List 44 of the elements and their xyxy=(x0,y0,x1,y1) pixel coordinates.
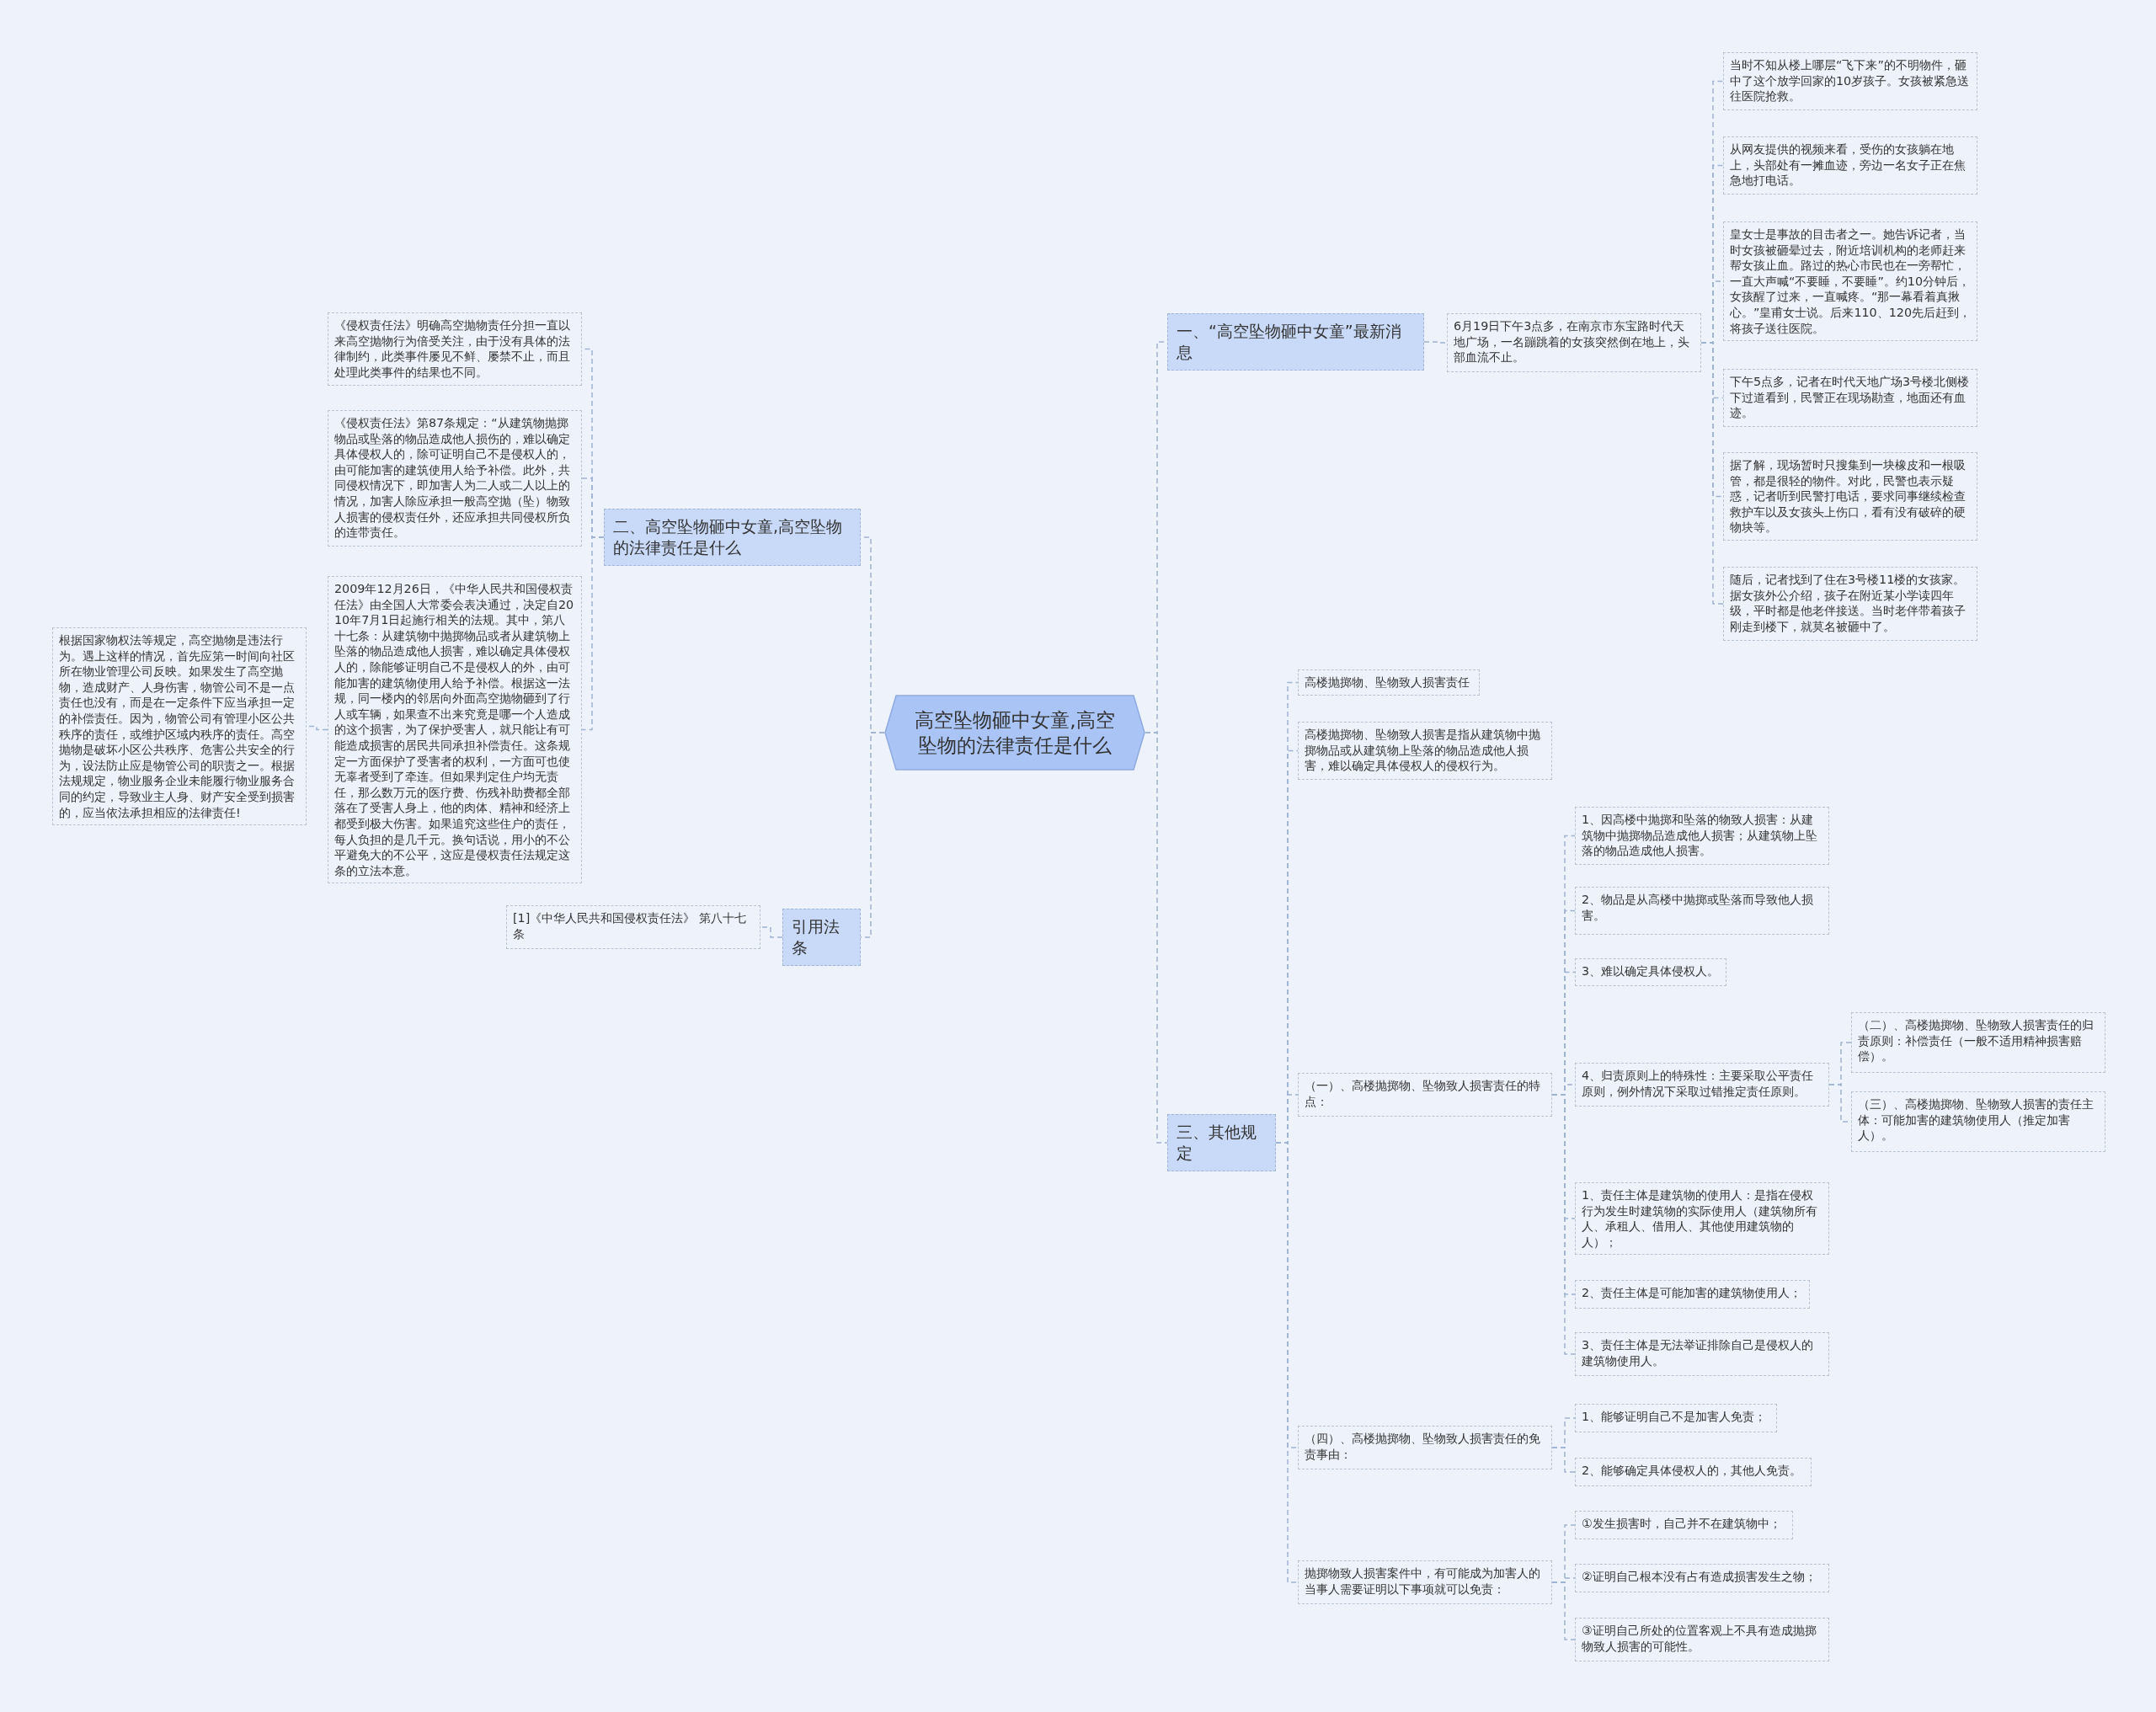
text-box: 根据国家物权法等规定，高空抛物是违法行为。遇上这样的情况，首先应第一时间向社区所在物业管理公司反映。如果发生了高空抛物，造成财产、人身伤害，物管公司不是一点责任也没有，而是在一定条件下应当承担一定的补偿责任。因为，物管公司有管理小区公共秩序的责任，或维护区域内秩序的责任。高空抛物是破坏小区公共秩序、危害公共安全的行为，设法防止应是物管公司的职责之一。根据法规规定，物业服务企业未能履行物业服务合同的约定，导致业主人身、财产安全受到损害的，应当依法承担相应的法律责任! xyxy=(52,627,307,826)
text-box: ②证明自己根本没有占有造成损害发生之物； xyxy=(1575,1564,1829,1592)
text-box: 下午5点多，记者在时代天地广场3号楼北侧楼下过道看到，民警正在现场勘查，地面还有血迹。 xyxy=(1723,369,1977,427)
text-box: ①发生损害时，自己并不在建筑物中； xyxy=(1575,1511,1793,1539)
text-box: 高楼抛掷物、坠物致人损害是指从建筑物中抛掷物品或从建筑物上坠落的物品造成他人损害，难以确定具体侵权人的侵权行为。 xyxy=(1298,722,1552,780)
connector-line xyxy=(760,926,783,938)
connector-line xyxy=(1423,341,1448,344)
connector-line xyxy=(1551,1447,1576,1473)
connector-line xyxy=(1551,1581,1576,1640)
topic-box: 二、高空坠物砸中女童,高空坠物的法律责任是什么 xyxy=(604,509,861,566)
connector-line xyxy=(1145,732,1168,1144)
connector-line xyxy=(1551,1094,1576,1355)
text-box: 3、责任主体是无法举证排除自己是侵权人的建筑物使用人。 xyxy=(1575,1332,1829,1376)
text-box: 1、能够证明自己不是加害人免责； xyxy=(1575,1404,1777,1432)
topic-box: 三、其他规定 xyxy=(1167,1114,1276,1171)
text-box: 3、难以确定具体侵权人。 xyxy=(1575,958,1726,986)
text-box: 《侵权责任法》第87条规定：“从建筑物抛掷物品或坠落的物品造成他人损伤的，难以确定具体侵权人的，除可证明自己不是侵权人的，由可能加害的建筑使用人给予补偿。此外，共同侵权情况下，即加害人为二人或二人以上的情况，加害人除应承担一般高空抛（坠）物致人损害的侵权责任外，还应承担共同侵权所负的连带责任。 xyxy=(328,410,582,547)
text-box: [1]《中华人民共和国侵权责任法》 第八十七条 xyxy=(506,905,760,949)
text-box: （四）、高楼抛掷物、坠物致人损害责任的免责事由： xyxy=(1298,1426,1552,1469)
text-box: 2、物品是从高楼中抛掷或坠落而导致他人损害。 xyxy=(1575,887,1829,935)
connector-line xyxy=(1700,342,1724,605)
text-box: 随后，记者找到了住在3号楼11楼的女孩家。据女孩外公介绍，孩子在附近某小学读四年级，平时都是他老伴接送。当时老伴带着孩子刚走到楼下，就莫名被砸中了。 xyxy=(1723,567,1977,641)
text-box: 当时不知从楼上哪层“飞下来”的不明物件，砸中了这个放学回家的10岁孩子。女孩被紧急送往医院抢救。 xyxy=(1723,52,1977,110)
text-box: 2009年12月26日，《中华人民共和国侵权责任法》由全国人大常委会表决通过，决定自2010年7月1日起施行相关的法规。其中，第八十七条：从建筑物中抛掷物品或者从建筑物上坠落的物品造成他人损害，难以确定具体侵权人的，除能够证明自己不是侵权人的外，由可能加害的建筑物使用人给予补偿。根据这一法规，同一楼内的邻居向外面高空抛物砸到了行人或车辆，如果查不出来究竟是哪一个人造成的这个损害，为了保护受害人，就只能让有可能造成损害的居民共同承担补偿责任。这条规定一方面保护了受害者的权利，一方面可也使无辜者受到了牵连。但如果判定住户均无责任，那么数万元的医疗费、伤残补助费都全部落在了受害人身上，他的肉体、精神和经济上都受到极大伤害。如果追究这些住户的责任，每人负担的是几千元。换句话说，用小的不公平避免大的不公平，这应是侵权责任法规定这条的立法本意。 xyxy=(328,576,582,884)
text-box: 2、能够确定具体侵权人的，其他人免责。 xyxy=(1575,1458,1812,1486)
text-box: 1、责任主体是建筑物的使用人：是指在侵权行为发生时建筑物的实际使用人（建筑物所有人、承租人、借用人、其他使用建筑物的人）； xyxy=(1575,1182,1829,1256)
text-box: 1、因高楼中抛掷和坠落的物致人损害：从建筑物中抛掷物品造成他人损害；从建筑物上坠落的物品造成他人损害。 xyxy=(1575,807,1829,865)
text-box: （一）、高楼抛掷物、坠物致人损害责任的特点： xyxy=(1298,1073,1552,1117)
text-box: 皇女士是事故的目击者之一。她告诉记者，当时女孩被砸晕过去，附近培训机构的老师赶来帮女孩止血。路过的热心市民也在一旁帮忙，一直大声喊“不要睡，不要睡”。约10分钟后，女孩醒了过来，一直喊疼。“那一幕看着真揪心。”皇甫女士说。后来110、120先后赶到，将孩子送往医院。 xyxy=(1723,221,1977,342)
text-box: （三）、高楼抛掷物、坠物致人损害的责任主体：可能加害的建筑物使用人（推定加害人）。 xyxy=(1851,1091,2105,1152)
topic-box: 一、“高空坠物砸中女童”最新消息 xyxy=(1167,313,1424,371)
text-box: （二）、高楼抛掷物、坠物致人损害责任的归责原则：补偿责任（一般不适用精神损害赔偿）。 xyxy=(1851,1012,2105,1073)
text-box: 2、责任主体是可能加害的建筑物使用人； xyxy=(1575,1280,1810,1309)
text-box: 4、归责原则上的特殊性：主要采取公平责任原则，例外情况下采取过错推定责任原则。 xyxy=(1575,1063,1829,1107)
text-box: 从网友提供的视频来看，受伤的女孩躺在地上，头部处有一摊血迹，旁边一名女子正在焦急地打电话。 xyxy=(1723,136,1977,195)
text-box: 高楼抛掷物、坠物致人损害责任 xyxy=(1298,669,1480,696)
text-box: 据了解，现场暂时只搜集到一块橡皮和一根吸管，都是很轻的物件。对此，民警也表示疑惑，记者听到民警打电话，要求同事继续检查救护车以及女孩头上伤口，看有没有破碎的硬物块等。 xyxy=(1723,452,1977,541)
text-box: 《侵权责任法》明确高空抛物责任分担一直以来高空抛物行为倍受关注，由于没有具体的法律制约，此类事件屡见不鲜、屡禁不止，而且处理此类事件的结果也不同。 xyxy=(328,312,582,386)
central-topic: 高空坠物砸中女童,高空坠物的法律责任是什么 xyxy=(884,695,1145,771)
text-box: ③证明自己所处的位置客观上不具有造成抛掷物致人损害的可能性。 xyxy=(1575,1618,1829,1661)
text-box: 抛掷物致人损害案件中，有可能成为加害人的当事人需要证明以下事项就可以免责： xyxy=(1298,1560,1552,1604)
text-box: 6月19日下午3点多，在南京市东宝路时代天地广场，一名蹦跳着的女孩突然倒在地上，头部血流不止。 xyxy=(1447,313,1701,372)
topic-box: 引用法条 xyxy=(782,909,861,966)
connector-line xyxy=(581,536,605,731)
